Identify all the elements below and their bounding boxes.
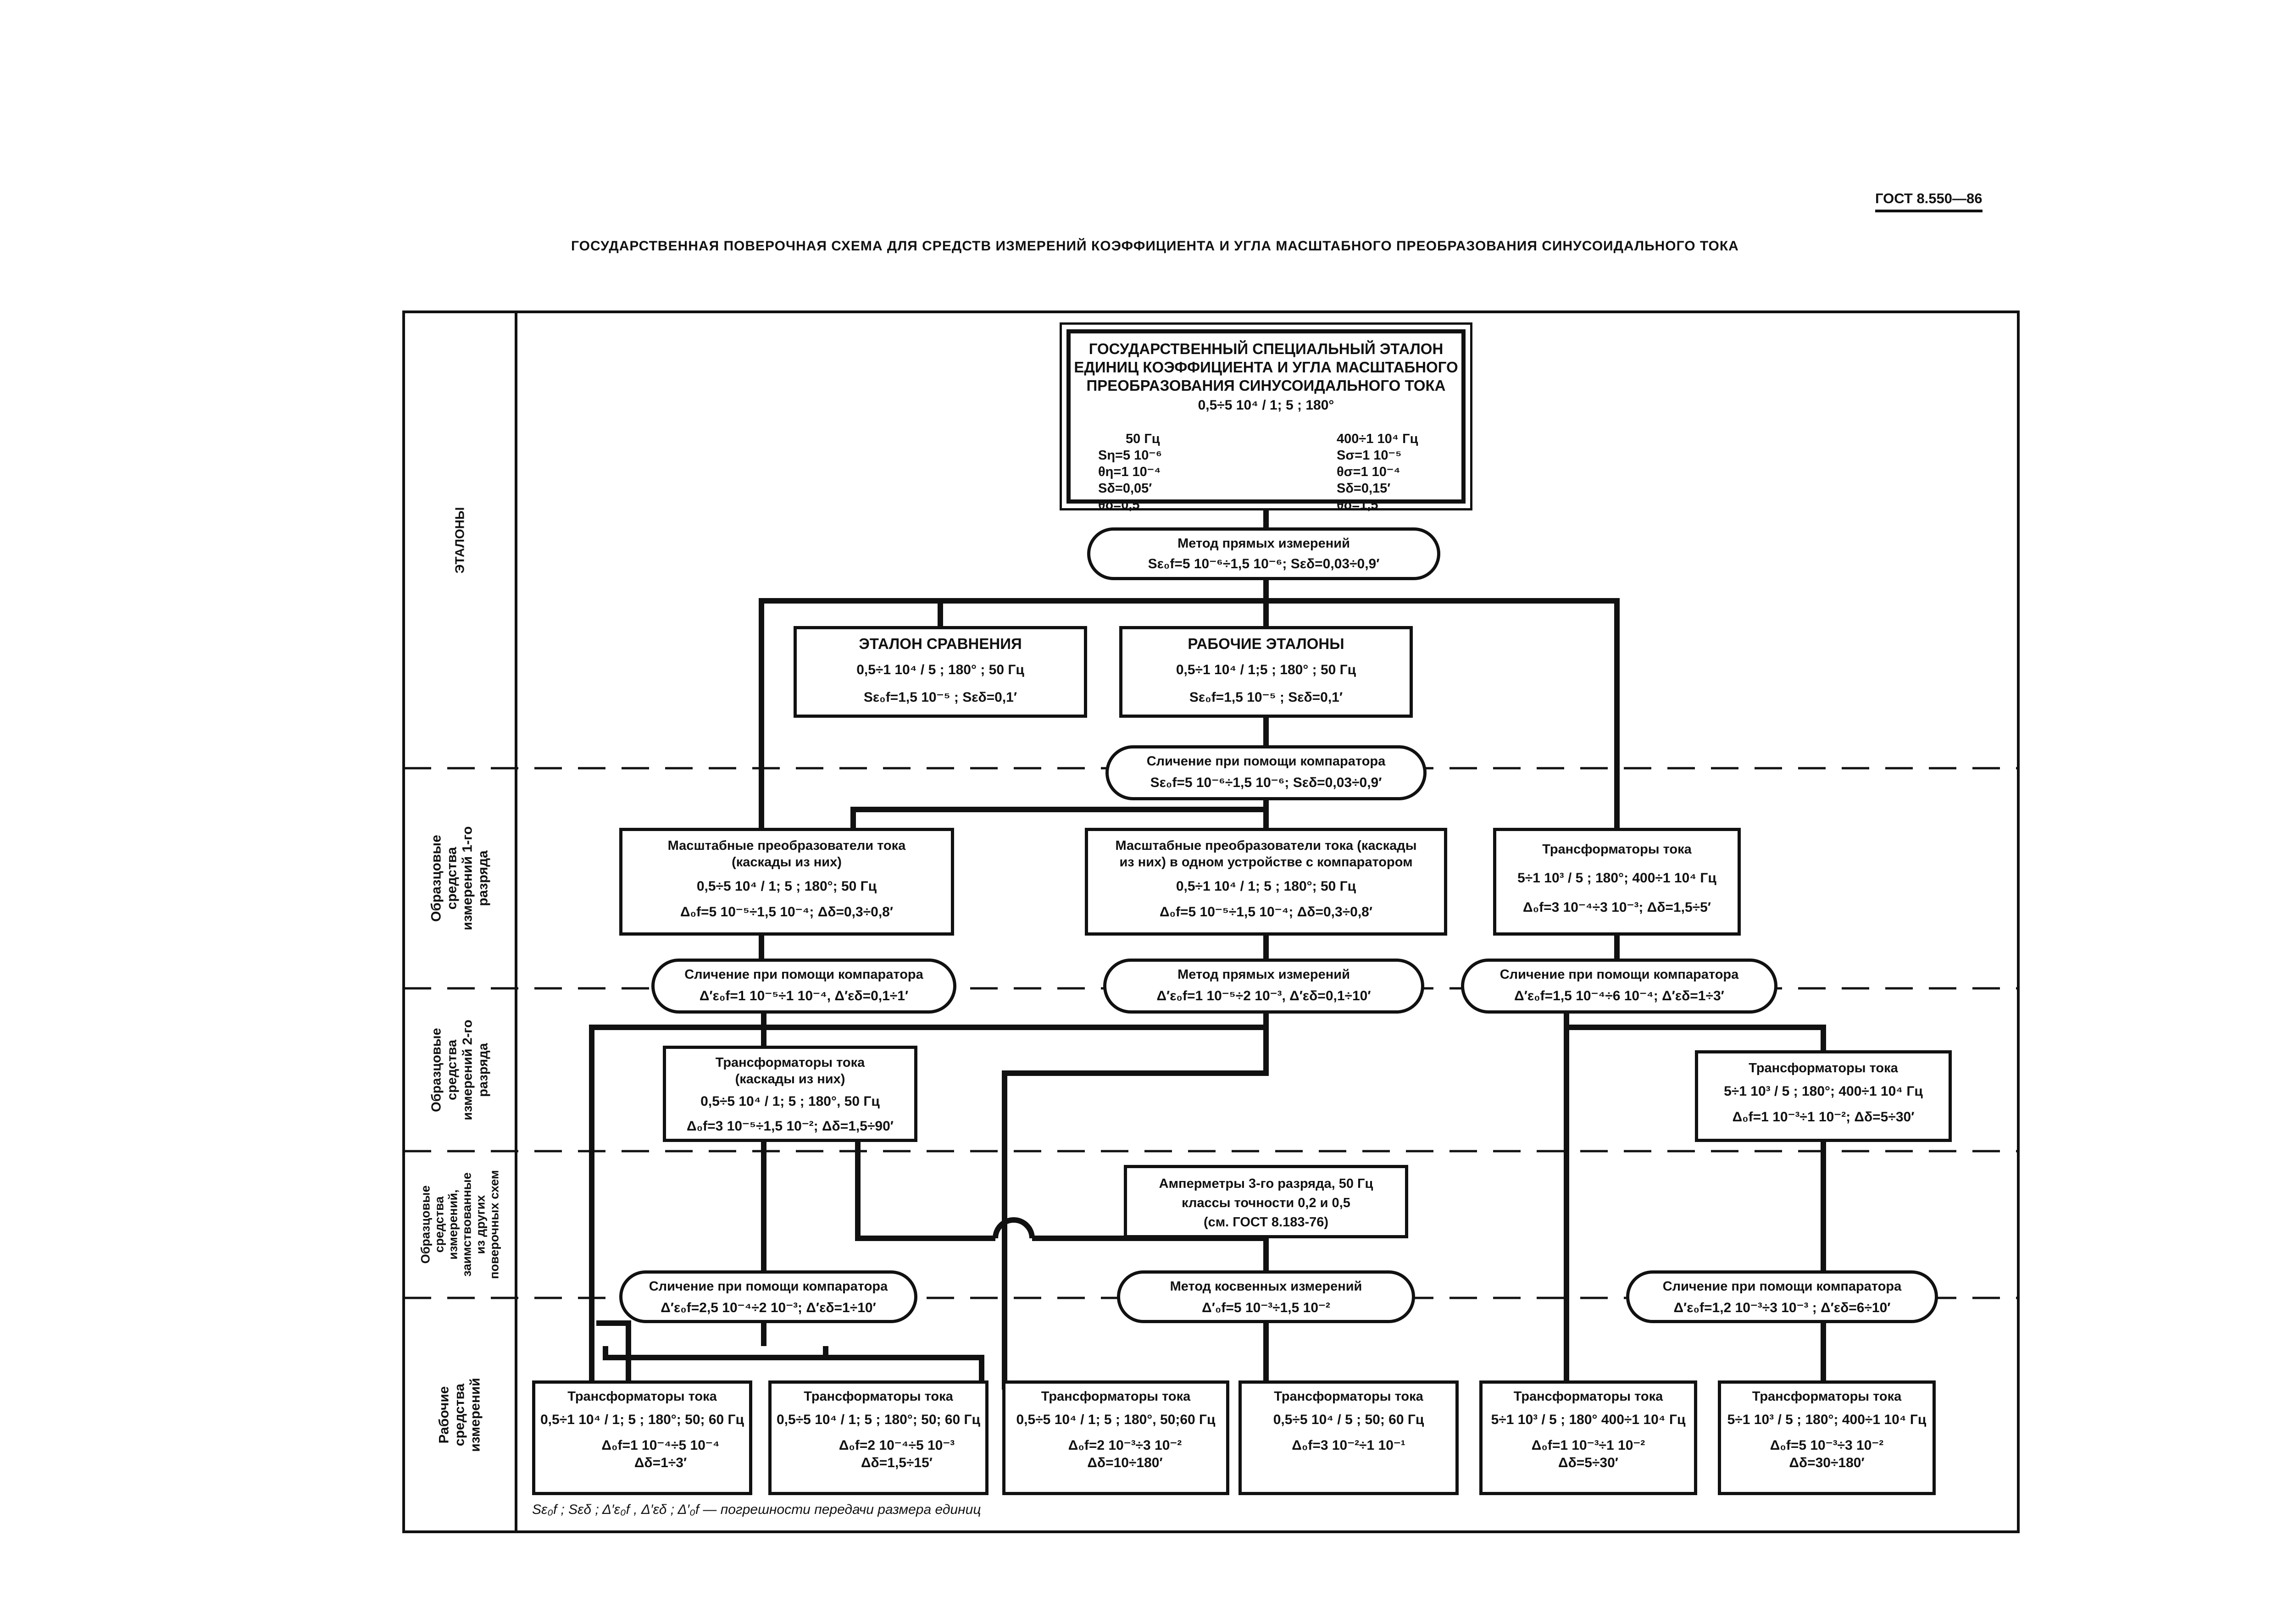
primary-title-line: ГОСУДАРСТВЕННЫЙ СПЕЦИАЛЬНЫЙ ЭТАЛОН [1088,340,1444,357]
working-transformer-box: Трансформаторы тока 0,5÷5 10⁴ / 1; 5 ; 1… [768,1380,989,1495]
primary-left-params: 50 Гц Sη=5 10⁻⁶ θη=1 10⁻⁴ Sδ=0,05′ θδ=0,… [1098,432,1162,512]
comparison-standard-box: ЭТАЛОН СРАВНЕНИЯ 0,5÷1 10⁴ / 5 ; 180° ; … [794,626,1087,718]
level-label-text: Образцовые средства измерений 2-го разря… [429,1019,491,1120]
doc-id: ГОСТ 8.550—86 [1875,190,1983,212]
level-label-text: Образцовые средства измерений 1-го разря… [428,826,491,931]
level-label-working: Рабочие средства измерений [404,1298,516,1532]
current-transformers-level2-box: Трансформаторы тока 5÷1 10³ / 5 ; 180°; … [1695,1050,1952,1142]
comparator-comparison-left-1: Сличение при помощи компаратора Δ′ε₀f=1 … [651,959,956,1014]
level-label-borrowed: Образцовые средства измерений, заимствов… [404,1151,516,1298]
working-transformer-box: Трансформаторы тока 5÷1 10³ / 5 ; 180°; … [1718,1380,1936,1495]
comparator-comparison-right-1: Сличение при помощи компаратора Δ′ε₀f=1,… [1461,959,1777,1014]
page-title: ГОСУДАРСТВЕННАЯ ПОВЕРОЧНАЯ СХЕМА ДЛЯ СРЕ… [571,238,1739,254]
comparator-comparison-left-2: Сличение при помощи компаратора Δ′ε₀f=2,… [619,1270,917,1323]
working-transformer-box: Трансформаторы тока 0,5÷5 10⁴ / 5 ; 50; … [1238,1380,1459,1495]
level-label-reference-1: Образцовые средства измерений 1-го разря… [404,768,516,988]
primary-standard-box: ГОСУДАРСТВЕННЫЙ СПЕЦИАЛЬНЫЙ ЭТАЛОН ЕДИНИ… [1060,322,1472,512]
ammeters-box: Амперметры 3-го разряда, 50 Гц классы то… [1124,1165,1408,1238]
comparator-comparison-right-2: Сличение при помощи компаратора Δ′ε₀f=1,… [1626,1270,1938,1323]
working-standards-box: РАБОЧИЕ ЭТАЛОНЫ 0,5÷1 10⁴ / 1;5 ; 180° ;… [1119,626,1413,718]
direct-measurement-method-top: Метод прямых измерений Sε₀f=5 10⁻⁶÷1,5 1… [1087,527,1440,580]
outer-frame [402,310,2020,1533]
level-label-reference-2: Образцовые средства измерений 2-го разря… [404,988,516,1151]
level-label-text: Образцовые средства измерений, заимствов… [418,1170,501,1279]
scale-converters-box: Масштабные преобразователи тока (каскады… [619,828,954,936]
footnote: Sε₀f ; Sεδ ; Δ′ε₀f , Δ′εδ ; Δ′₀f — погре… [532,1502,981,1517]
primary-title-line: ПРЕОБРАЗОВАНИЯ СИНУСОИДАЛЬНОГО ТОКА [1086,377,1446,394]
primary-right-params: 400÷1 10⁴ Гц Sσ=1 10⁻⁵ θσ=1 10⁻⁴ Sδ=0,15… [1337,432,1418,512]
working-transformer-box: Трансформаторы тока 0,5÷1 10⁴ / 1; 5 ; 1… [532,1380,752,1495]
level-label-text: Рабочие средства измерений [436,1378,483,1452]
current-transformers-level1-box: Трансформаторы тока 5÷1 10³ / 5 ; 180°; … [1493,828,1741,936]
level-label-etalons: ЭТАЛОНЫ [452,507,467,573]
indirect-measurement-method: Метод косвенных измерений Δ′₀f=5 10⁻³÷1,… [1117,1270,1415,1323]
primary-title-line: ЕДИНИЦ КОЭФФИЦИЕНТА И УГЛА МАСШТАБНОГО [1074,359,1458,376]
working-transformer-box: Трансформаторы тока 0,5÷5 10⁴ / 1; 5 ; 1… [1002,1380,1229,1495]
working-transformer-box: Трансформаторы тока 5÷1 10³ / 5 ; 180° 4… [1479,1380,1697,1495]
scale-converters-comparator-box: Масштабные преобразователи тока (каскады… [1085,828,1447,936]
direct-measurement-method-mid: Метод прямых измерений Δ′ε₀f=1 10⁻⁵÷2 10… [1103,959,1424,1014]
comparator-comparison-top: Сличение при помощи компаратора Sε₀f=5 1… [1105,745,1427,800]
current-transformers-cascade-box: Трансформаторы тока (каскады из них) 0,5… [663,1046,917,1142]
primary-range: 0,5÷5 10⁴ / 1; 5 ; 180° [1198,398,1334,413]
